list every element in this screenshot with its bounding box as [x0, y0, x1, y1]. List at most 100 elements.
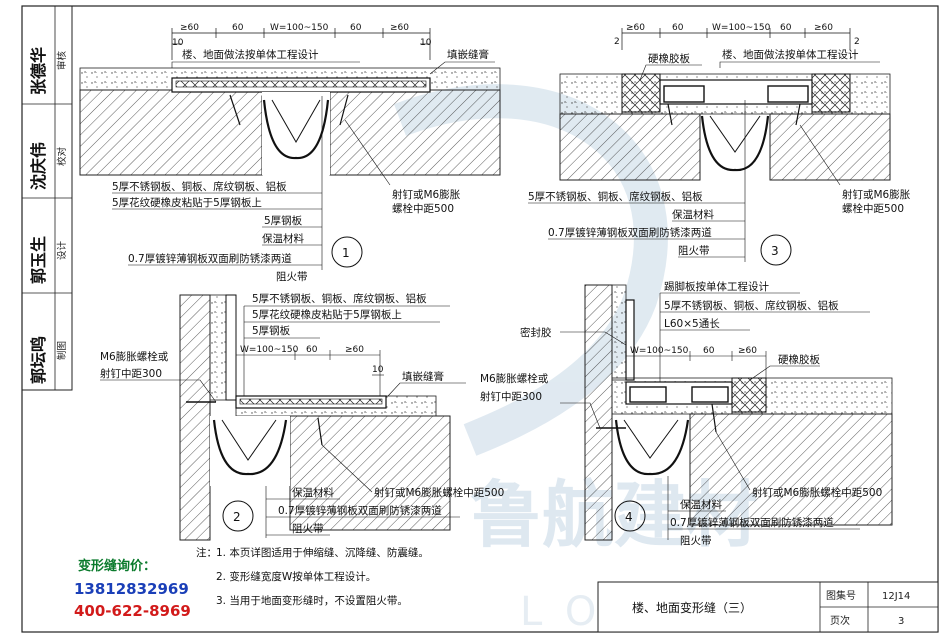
d2-label-fix: 射钉或M6膨胀螺栓中距500 [374, 486, 504, 499]
d2-label-t1: 5厚不锈钢板、铜板、席纹钢板、铝板 [252, 292, 427, 305]
detail-4: 踢脚板按单体工程设计 5厚不锈钢板、铜板、席纹钢板、铝板 L60×5通长 密封胶… [480, 280, 893, 547]
d1-dim-1: ≥60 [180, 23, 199, 33]
d2-label-b3: 阻火带 [292, 523, 324, 535]
d4-label-bolt-1: M6膨胀螺栓或 [480, 372, 549, 385]
title-block: 楼、地面变形缝（三） 图集号 12J14 页次 3 [597, 581, 939, 633]
d4-label-t2: 5厚不锈钢板、铜板、席纹钢板、铝板 [664, 299, 839, 312]
d1-label-sealant: 填嵌缝膏 [447, 48, 489, 61]
d1-dim-7: 10 [420, 38, 432, 48]
d2-label-bolt-2: 射钉中距300 [100, 367, 162, 380]
d4-label-seal: 密封胶 [520, 326, 552, 339]
d3-number: 3 [771, 244, 779, 258]
d3-label-l4: 阻火带 [678, 245, 710, 257]
d2-dim-4: 10 [372, 365, 384, 375]
ad-phone-mobile: 13812832969 [74, 580, 189, 598]
role-draft: 制图 [56, 341, 68, 360]
d3-label-l2: 保温材料 [672, 208, 714, 221]
d3-rubber-left [621, 73, 661, 113]
d1-slab-right [329, 89, 501, 176]
atlas-label: 图集号 [826, 589, 856, 602]
page-label: 页次 [830, 614, 850, 627]
d4-wall [584, 284, 613, 541]
d2-dim-1: W=100~150 [240, 345, 299, 355]
d4-label-b2: 0.7厚镀锌薄钢板双面刷防锈漆两道 [670, 516, 834, 529]
d1-dim-6: 10 [172, 38, 184, 48]
role-check: 校对 [56, 146, 68, 166]
drawing-title: 楼、地面变形缝（三） [632, 600, 752, 615]
d1-label-l5: 0.7厚镀锌薄钢板双面刷防锈漆两道 [128, 252, 292, 265]
d2-label-t2: 5厚花纹硬橡皮粘贴于5厚钢板上 [252, 308, 402, 321]
d2-slab [289, 415, 451, 531]
d4-label-b1: 保温材料 [680, 498, 722, 511]
signature-design: 郭玉生 [29, 236, 48, 284]
d3-fire-belt [700, 115, 770, 172]
d2-number: 2 [233, 510, 241, 524]
notes: 注： 1. 本页详图适用于伸缩缝、沉降缝、防震缝。 2. 变形缝宽度W按单体工程… [196, 546, 429, 607]
d1-label-l4: 保温材料 [262, 232, 304, 245]
d4-label-t1: 踢脚板按单体工程设计 [664, 280, 769, 293]
d4-skirting [625, 299, 635, 381]
d1-label-l1: 5厚不锈钢板、铜板、席纹钢板、铝板 [112, 180, 287, 193]
signature-draft: 郭坛鸣 [29, 336, 48, 384]
d1-label-floor: 楼、地面做法按单体工程设计 [182, 48, 319, 61]
d4-slab [689, 413, 893, 526]
d3-label-l3: 0.7厚镀锌薄钢板双面刷防锈漆两道 [548, 226, 712, 239]
price-inquiry-ad: 变形缝询价： 13812832969 400-622-8969 [74, 558, 191, 620]
role-design: 设计 [56, 240, 68, 260]
d2-dim-3: ≥60 [345, 345, 364, 355]
d2-label-sealant: 填嵌缝膏 [402, 370, 444, 383]
detail-1-dimensions [171, 28, 431, 60]
d4-label-b3: 阻火带 [680, 535, 712, 547]
d4-fire-belt [614, 419, 690, 476]
side-signature-panel: 审核 张德华 校对 沈庆伟 设计 郭玉生 制图 郭坛鸣 [21, 5, 73, 391]
d2-label-t3: 5厚钢板 [252, 324, 291, 337]
d3-label-l1: 5厚不锈钢板、铜板、席纹钢板、铝板 [528, 190, 703, 203]
d4-label-t3: L60×5通长 [664, 318, 720, 330]
d4-label-bolt-2: 射钉中距300 [480, 390, 542, 403]
d4-number: 4 [625, 510, 633, 524]
d4-label-fix: 射钉或M6膨胀螺栓中距500 [752, 486, 882, 499]
d1-dim-5: ≥60 [390, 23, 409, 33]
d2-label-b1: 保温材料 [292, 486, 334, 499]
d1-label-fix-1: 射钉或M6膨胀 [392, 188, 461, 201]
d3-rubber-right [811, 73, 851, 113]
d4-label-rubber: 硬橡胶板 [778, 353, 820, 366]
d4-cover-plate [625, 381, 733, 405]
d2-label-b2: 0.7厚镀锌薄钢板双面刷防锈漆两道 [278, 504, 442, 517]
detail-3: ≥60 60 W=100~150 60 ≥60 2 2 硬橡胶板 楼、地面做法按… [528, 23, 911, 266]
d2-dim-2: 60 [306, 345, 318, 355]
note-3: 3. 当用于地面变形缝时，不设置阻火带。 [216, 594, 408, 607]
d3-dim-3: W=100~150 [712, 23, 771, 33]
d1-number: 1 [342, 246, 350, 260]
d4-dim-2: 60 [703, 346, 715, 356]
d4-rubber [731, 377, 767, 413]
d3-cover-plate [659, 79, 813, 105]
note-2: 2. 变形缝宽度W按单体工程设计。 [216, 570, 376, 583]
signature-audit: 张德华 [29, 47, 48, 95]
signature-check: 沈庆伟 [29, 142, 48, 190]
notes-heading: 注： [196, 546, 217, 559]
d3-dim-7: 2 [854, 37, 860, 47]
d3-slab-right [769, 113, 891, 181]
d2-wall [179, 294, 211, 541]
detail-2: 5厚不锈钢板、铜板、席纹钢板、铝板 5厚花纹硬橡皮粘贴于5厚钢板上 5厚钢板 M… [100, 292, 504, 541]
d1-label-l2: 5厚花纹硬橡皮粘贴于5厚钢板上 [112, 196, 262, 209]
d3-dim-6: 2 [614, 37, 620, 47]
d3-label-floor: 楼、地面做法按单体工程设计 [722, 48, 859, 61]
d1-dim-4: 60 [350, 23, 362, 33]
d3-dim-1: ≥60 [626, 23, 645, 33]
d4-dim-1: W=100~150 [630, 346, 689, 356]
detail-1: ≥60 60 W=100~150 60 ≥60 10 10 楼、地面做法按单体工… [79, 23, 501, 283]
d2-fire-belt [212, 419, 288, 476]
page-number: 3 [898, 616, 904, 627]
d3-label-rubber: 硬橡胶板 [648, 52, 690, 65]
d3-dim-2: 60 [672, 23, 684, 33]
d2-label-bolt-1: M6膨胀螺栓或 [100, 350, 169, 363]
d3-label-fix-2: 螺栓中距500 [842, 202, 904, 215]
d1-label-fix-2: 螺栓中距500 [392, 202, 454, 215]
d1-dim-2: 60 [232, 23, 244, 33]
d3-dim-4: 60 [780, 23, 792, 33]
d2-wall-finish [209, 294, 227, 401]
atlas-number: 12J14 [882, 591, 910, 602]
